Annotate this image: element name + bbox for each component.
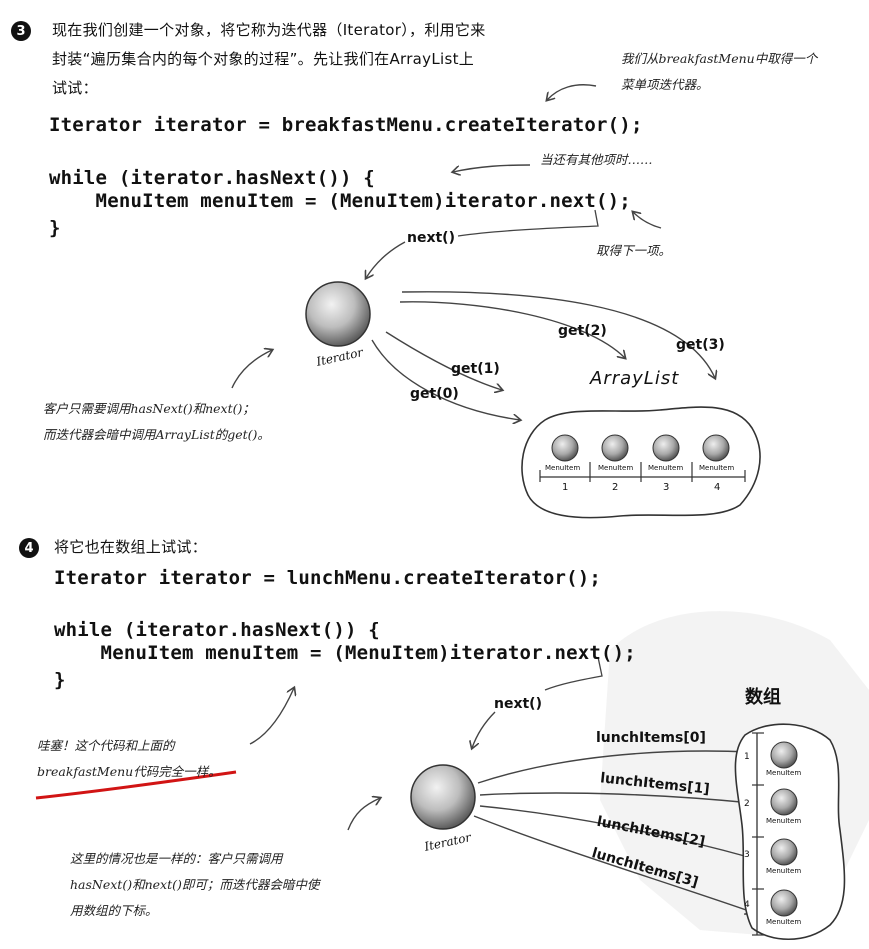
section3-line: 现在我们创建一个对象，将它称为迭代器（Iterator），利用它来	[52, 21, 486, 39]
note-wow: 哇塞！这个代码和上面的 breakfastMenu代码完全一样。	[37, 733, 221, 785]
arrow-next-to-iterator	[366, 241, 406, 278]
arrow-lunch1	[479, 792, 752, 803]
code-line: }	[54, 669, 66, 691]
index-label: 4	[714, 482, 721, 493]
get-label: get(2)	[558, 323, 607, 339]
iterator-ball	[305, 281, 371, 347]
bracket-next-call	[457, 209, 599, 237]
iterator-ball-2	[410, 764, 476, 830]
note-line: 用数组的下标。	[70, 903, 158, 918]
menuitem-label: MenuItem	[766, 918, 802, 926]
bracket-next-call-2	[544, 656, 603, 691]
section3-line: 试试：	[52, 79, 98, 97]
arrow-get1	[385, 331, 502, 390]
menuitem-label: MenuItem	[766, 867, 802, 875]
code-line: MenuItem menuItem = (MenuItem)iterator.n…	[54, 642, 636, 664]
note-client-arraylist: 客户只需要调用hasNext()和next()； 而迭代器会暗中调用ArrayL…	[43, 396, 270, 448]
arrow-lunch0	[477, 751, 750, 784]
index-label: 3	[744, 850, 750, 860]
note-line: 哇塞！这个代码和上面的	[37, 738, 175, 753]
index-label: 1	[744, 752, 750, 762]
note-line: 而迭代器会暗中调用ArrayList的get()。	[43, 427, 270, 442]
section4-intro: 将它也在数组上试试：	[54, 538, 208, 556]
arrow-hasnext-note	[453, 164, 531, 172]
arrow-client-note	[231, 350, 272, 389]
next-call-label: next()	[494, 696, 542, 712]
next-call-label: next()	[407, 230, 455, 246]
note-line: 这里的情况也是一样的：客户只需调用	[70, 851, 283, 866]
menuitem-label: MenuItem	[598, 464, 634, 472]
index-label: 2	[744, 799, 750, 809]
note-next: 取得下一项。	[596, 243, 672, 258]
get-label: get(1)	[451, 361, 500, 377]
arrow-lunch2	[479, 805, 752, 858]
get-label: get(3)	[676, 337, 725, 353]
step-badge-3: 3	[11, 21, 31, 41]
arrow-next-note	[633, 212, 662, 229]
menuitem-label: MenuItem	[766, 769, 802, 777]
note-line: hasNext()和next()即可；而迭代器会暗中使	[70, 877, 320, 892]
arraylist-label: ArrayList	[590, 368, 680, 389]
note-line: 菜单项迭代器。	[621, 77, 709, 92]
index-label: 1	[562, 482, 569, 493]
menuitem-label: MenuItem	[766, 817, 802, 825]
note-line: 客户只需要调用hasNext()和next()；	[43, 401, 255, 416]
arrow-wow-note	[249, 688, 294, 745]
index-label: 3	[663, 482, 670, 493]
arrow-get0	[371, 339, 520, 420]
section3-line: 封装“遍历集合内的每个对象的过程”。先让我们在ArrayList上	[52, 50, 475, 68]
section3-intro: 现在我们创建一个对象，将它称为迭代器（Iterator），利用它来 封装“遍历集…	[52, 16, 486, 103]
code-line: MenuItem menuItem = (MenuItem)iterator.n…	[49, 190, 631, 212]
code-line: Iterator iterator = lunchMenu.createIter…	[54, 567, 602, 589]
arrow-get2	[399, 301, 625, 358]
arrow-get3	[401, 291, 715, 378]
menuitem-label: MenuItem	[545, 464, 581, 472]
arrow-create-note	[547, 84, 597, 100]
menuitem-label: MenuItem	[648, 464, 684, 472]
arrow-next-to-iterator-2	[472, 711, 496, 748]
code-line: Iterator iterator = breakfastMenu.create…	[49, 114, 643, 136]
index-label: 2	[612, 482, 619, 493]
index-label: 4	[744, 900, 750, 910]
underline-red	[35, 770, 237, 800]
code-line: while (iterator.hasNext()) {	[54, 619, 380, 641]
note-create-iterator: 我们从breakfastMenu中取得一个 菜单项迭代器。	[621, 46, 817, 98]
note-line: breakfastMenu代码完全一样。	[37, 764, 221, 779]
note-client-array: 这里的情况也是一样的：客户只需调用 hasNext()和next()即可；而迭代…	[70, 846, 319, 924]
lunch-item-label: lunchItems[0]	[596, 730, 706, 746]
array-title: 数组	[745, 687, 781, 708]
arrow-client-note-2	[347, 798, 380, 831]
code-line: while (iterator.hasNext()) {	[49, 167, 375, 189]
note-hasnext: 当还有其他项时……	[540, 152, 653, 167]
note-line: 我们从breakfastMenu中取得一个	[621, 51, 818, 66]
code-line: }	[49, 217, 61, 239]
menuitem-label: MenuItem	[699, 464, 735, 472]
step-badge-4: 4	[19, 538, 39, 558]
array-blob	[734, 723, 846, 941]
arrow-lunch3	[473, 815, 752, 912]
get-label: get(0)	[410, 386, 459, 402]
